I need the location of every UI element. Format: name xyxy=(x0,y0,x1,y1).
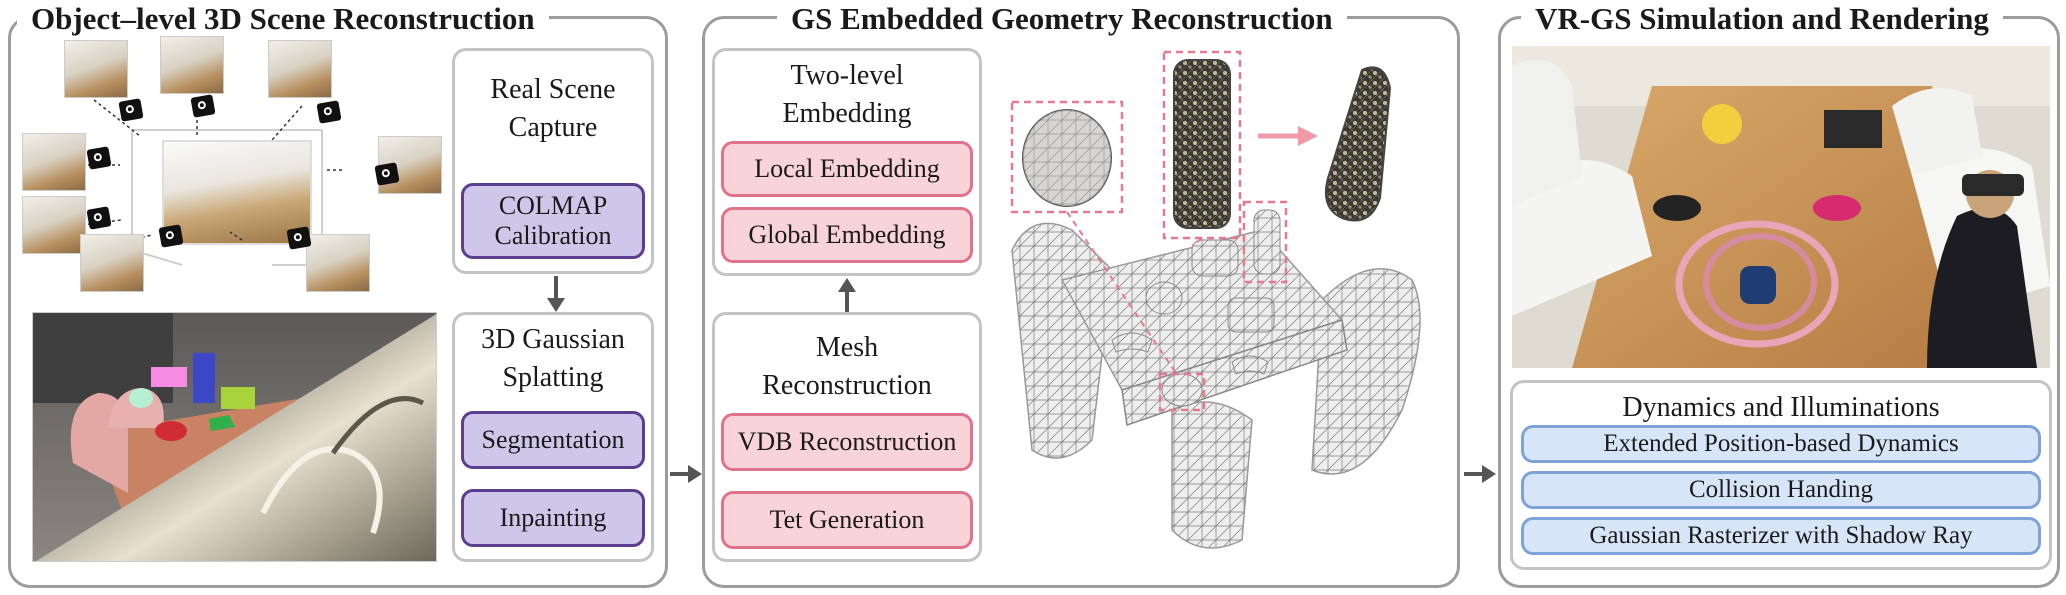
camera-icon xyxy=(118,98,144,122)
mesh-reconstruction-box: Mesh Reconstruction VDB Reconstruction T… xyxy=(712,312,982,562)
real-scene-capture-title: Real Scene Capture xyxy=(490,74,616,143)
segmentation-chip: Segmentation xyxy=(461,411,645,469)
capture-thumb-2 xyxy=(160,36,224,94)
arrow-down-icon xyxy=(547,276,565,312)
camera-icon xyxy=(86,206,112,230)
segmented-scene-render xyxy=(32,312,437,562)
vdb-reconstruction-chip: VDB Reconstruction xyxy=(721,413,973,471)
segmented-scene-illustration xyxy=(33,313,436,561)
capture-thumb-1 xyxy=(64,40,128,98)
capture-thumb-6 xyxy=(22,196,86,254)
panel-title-geometry-reconstruction: GS Embedded Geometry Reconstruction xyxy=(777,3,1347,35)
panel-title-object-reconstruction: Object–level 3D Scene Reconstruction xyxy=(17,3,549,35)
arrow-right-icon xyxy=(670,465,702,483)
position-based-dynamics-chip: Extended Position-based Dynamics xyxy=(1521,425,2041,463)
capture-thumb-8 xyxy=(306,234,370,292)
inpainting-chip: Inpainting xyxy=(461,489,645,547)
vr-scene-illustration xyxy=(1512,46,2050,368)
real-scene-capture-box: Real Scene Capture COLMAP Calibration xyxy=(452,48,654,274)
dynamics-illuminations-box: Dynamics and Illuminations Extended Posi… xyxy=(1510,380,2052,570)
arrow-right-icon xyxy=(1464,465,1496,483)
panel-geometry-reconstruction: GS Embedded Geometry Reconstruction xyxy=(702,3,1460,588)
global-embedding-chip: Global Embedding xyxy=(721,207,973,263)
capture-thumb-7 xyxy=(80,234,144,292)
panel-simulation-rendering: VR-GS Simulation and Rendering xyxy=(1498,3,2060,588)
tet-generation-chip: Tet Generation xyxy=(721,491,973,549)
local-embedding-chip: Local Embedding xyxy=(721,141,973,197)
collision-handling-chip: Collision Handing xyxy=(1521,471,2041,509)
mesh-reconstruction-title: Mesh Reconstruction xyxy=(762,332,932,401)
two-level-embedding-title: Two-level Embedding xyxy=(782,60,912,129)
arrow-up-icon xyxy=(838,278,856,312)
panel-title-simulation-rendering: VR-GS Simulation and Rendering xyxy=(1521,3,2003,35)
gaussian-splatting-box: 3D Gaussian Splatting Segmentation Inpai… xyxy=(452,312,654,562)
embedded-mesh-illustration xyxy=(1010,50,1421,549)
colmap-calibration-chip: COLMAP Calibration xyxy=(461,183,645,259)
camera-icon xyxy=(86,146,112,170)
capture-thumb-4 xyxy=(22,133,86,191)
panel-object-reconstruction: Object–level 3D Scene Reconstruction xyxy=(8,3,668,588)
central-scene-photo xyxy=(162,140,312,245)
camera-icon xyxy=(316,100,342,124)
capture-collage xyxy=(22,36,442,300)
capture-thumb-3 xyxy=(268,40,332,98)
camera-icon xyxy=(190,94,216,118)
gaussian-rasterizer-chip: Gaussian Rasterizer with Shadow Ray xyxy=(1521,517,2041,555)
gaussian-splatting-title: 3D Gaussian Splatting xyxy=(481,324,625,393)
two-level-embedding-box: Two-level Embedding Local Embedding Glob… xyxy=(712,48,982,276)
camera-icon xyxy=(374,162,400,186)
camera-icon xyxy=(158,224,184,248)
vr-scene-photo xyxy=(1512,46,2050,368)
dynamics-illuminations-title: Dynamics and Illuminations xyxy=(1622,392,1940,423)
camera-icon xyxy=(286,226,312,250)
